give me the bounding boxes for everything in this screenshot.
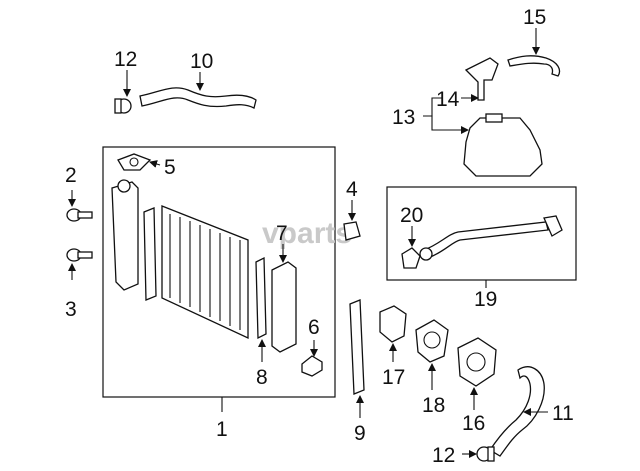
- reservoir-bracket: [464, 57, 499, 101]
- callout-10: 10: [190, 50, 213, 73]
- water-inlet-housing: [457, 337, 497, 387]
- lower-seal-strip: [349, 299, 365, 395]
- radiator-cap: [117, 153, 152, 171]
- callout-19: 19: [474, 288, 497, 311]
- callout-9: 9: [354, 422, 366, 445]
- callout-12-upper: 12: [114, 48, 137, 71]
- callout-3: 3: [65, 298, 77, 321]
- callout-1: 1: [216, 418, 228, 441]
- callout-20: 20: [400, 204, 423, 227]
- callout-7: 7: [276, 222, 288, 245]
- callout-14: 14: [436, 88, 460, 111]
- radiator-left-tank: [111, 181, 139, 291]
- drain-cock: [301, 355, 323, 377]
- radiator-right-tank: [271, 261, 297, 353]
- watermark-text: vparts: [262, 217, 352, 250]
- mount-bolt-2-shank: [77, 211, 93, 219]
- radiator-cap-center: [129, 157, 139, 167]
- callout-18: 18: [422, 394, 445, 417]
- callout-13: 13: [392, 106, 415, 129]
- callout-5: 5: [164, 156, 176, 179]
- radiator-side-seal-right: [255, 256, 267, 340]
- radiator-assembly-frame: [102, 146, 336, 398]
- gasket-opening: [423, 331, 441, 349]
- hose-clamp-lower-tab: [487, 446, 495, 462]
- leader-lines: [68, 28, 548, 458]
- callout-17: 17: [382, 366, 405, 389]
- bypass-pipe-end: [419, 247, 433, 261]
- callout-12-lower: 12: [432, 444, 455, 467]
- upper-radiator-hose: [139, 87, 257, 109]
- pipe-gasket: [401, 247, 421, 269]
- callout-11: 11: [552, 402, 574, 425]
- hose-clamp-upper-tab: [114, 98, 122, 114]
- mount-bolt-3-shank: [77, 251, 93, 259]
- bypass-pipe: [423, 221, 549, 259]
- lower-radiator-hose: [489, 366, 545, 457]
- radiator-core: [161, 205, 249, 340]
- callout-16: 16: [462, 412, 485, 435]
- callout-8: 8: [256, 366, 268, 389]
- radiator-side-seal-left: [143, 207, 157, 301]
- reservoir-hose-group-frame: [386, 186, 577, 281]
- callout-4: 4: [346, 178, 358, 201]
- callout-6: 6: [308, 316, 320, 339]
- thermostat-gasket: [415, 319, 449, 363]
- reservoir-hose: [507, 55, 561, 77]
- radiator-core-fins: [169, 214, 241, 330]
- radiator-filler-neck: [117, 179, 131, 193]
- callout-2: 2: [65, 164, 77, 187]
- coolant-reservoir-tank: [463, 117, 543, 177]
- water-inlet-port: [466, 352, 486, 372]
- bypass-pipe-flange: [543, 215, 563, 237]
- reservoir-cap: [485, 113, 503, 123]
- inlet-fitting: [343, 221, 361, 241]
- thermostat: [379, 305, 407, 343]
- callout-15: 15: [523, 6, 546, 29]
